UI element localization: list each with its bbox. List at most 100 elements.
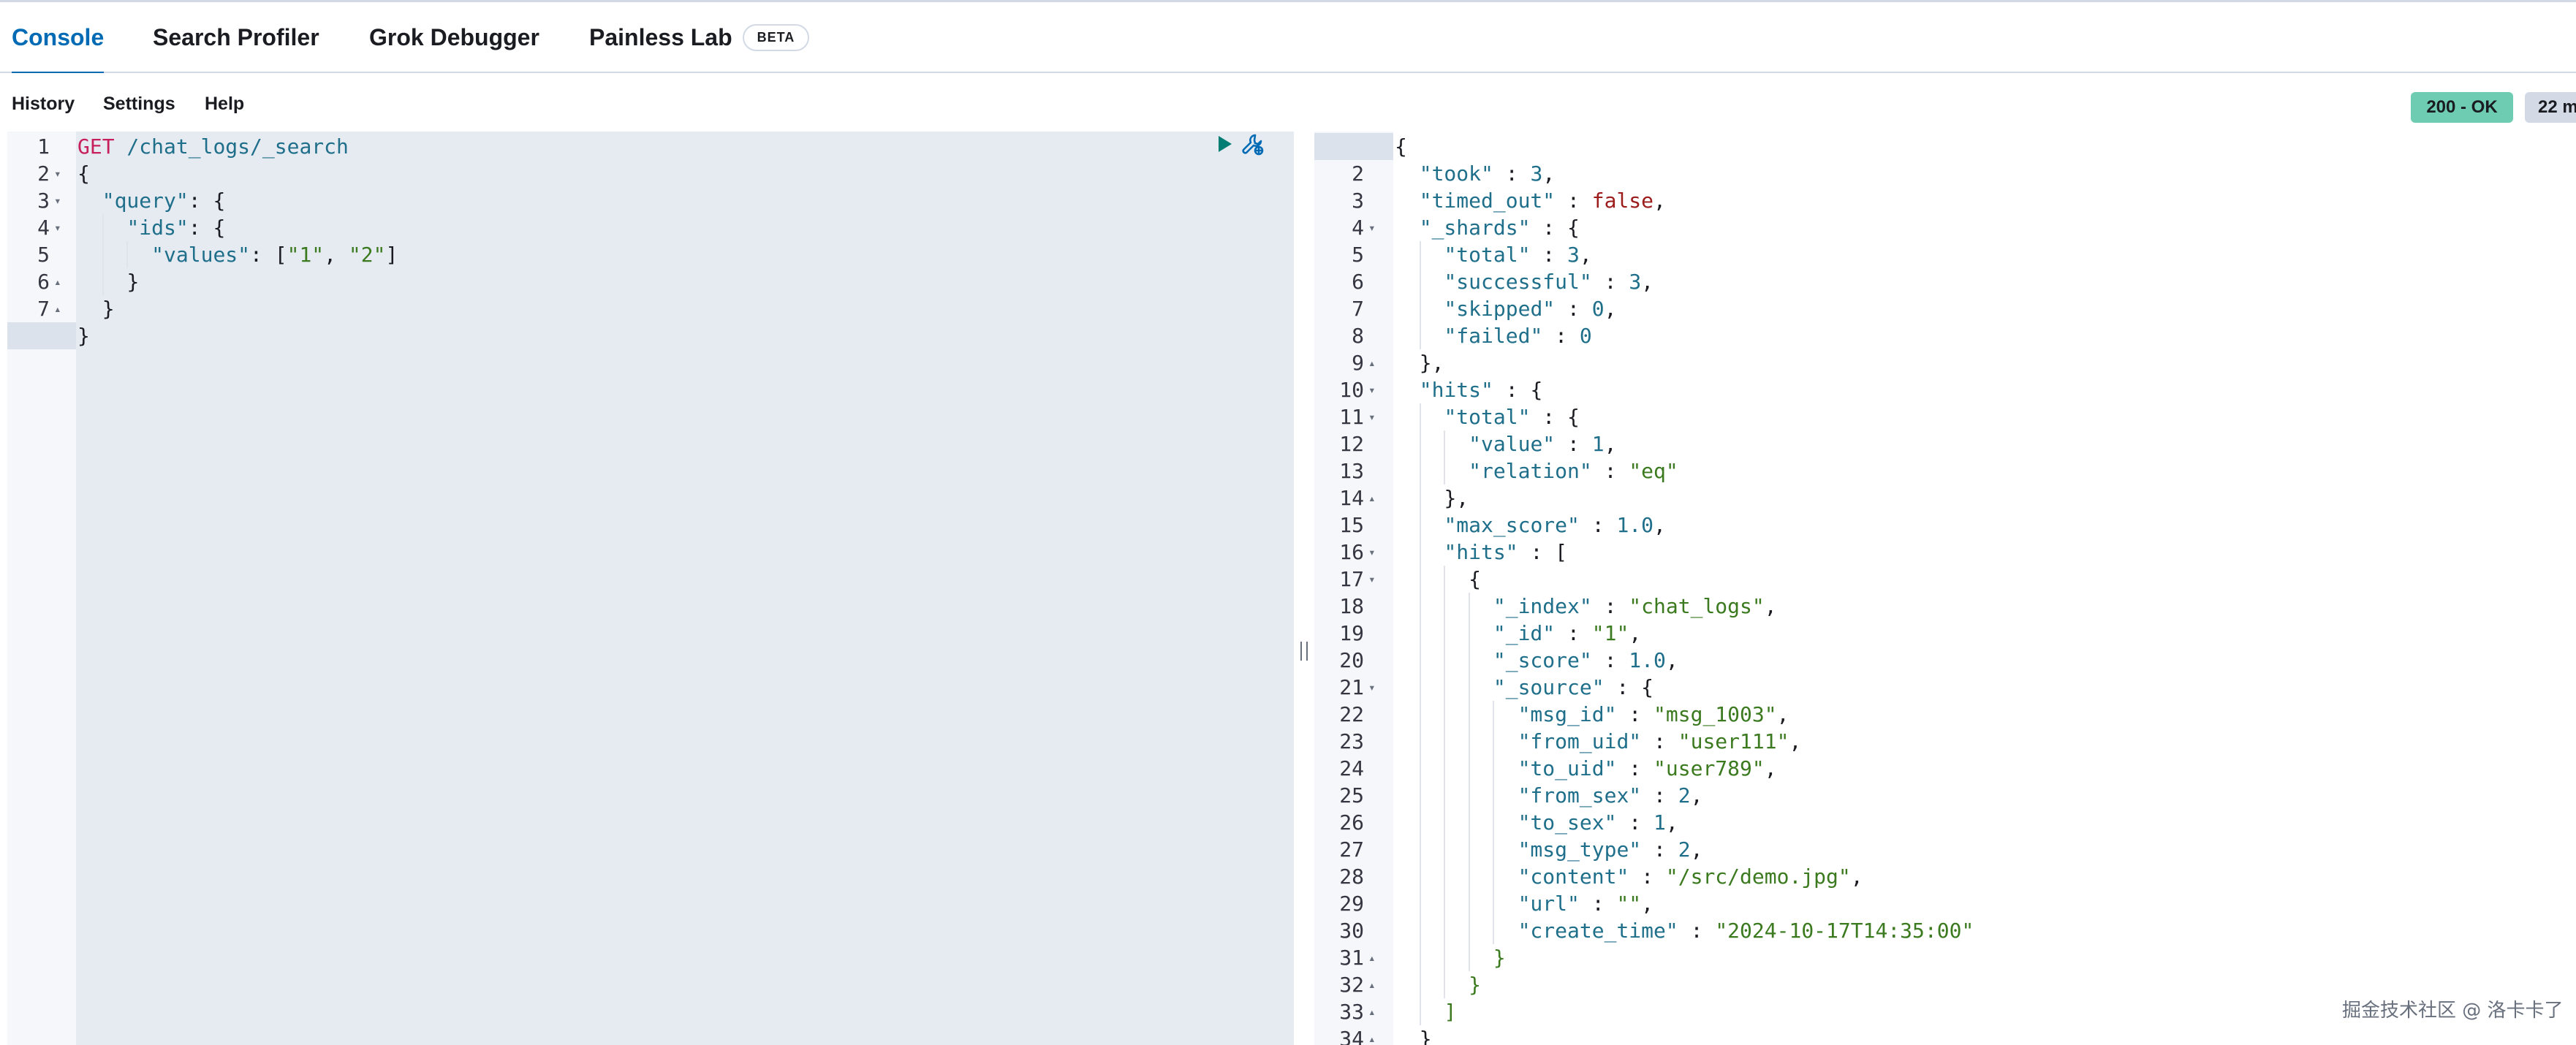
- code-line[interactable]: "_index" : "chat_logs",: [1393, 593, 2576, 620]
- code-line[interactable]: },: [1393, 349, 2576, 376]
- fold-open-icon[interactable]: ▾: [1368, 572, 1376, 586]
- fold-open-icon[interactable]: ▾: [54, 221, 61, 235]
- code-line[interactable]: "url" : "",: [1393, 890, 2576, 917]
- code-token: "to_uid": [1518, 756, 1617, 780]
- code-line[interactable]: GET /chat_logs/_search: [76, 133, 1294, 160]
- code-line[interactable]: "content" : "/src/demo.jpg",: [1393, 863, 2576, 890]
- code-line[interactable]: "skipped" : 0,: [1393, 295, 2576, 322]
- indent-guide: [1468, 782, 1470, 809]
- response-editor[interactable]: 1▾234▾56789▴10▾11▾121314▴1516▾17▾1819202…: [1314, 132, 2576, 1045]
- code-line[interactable]: "hits" : {: [1393, 376, 2576, 403]
- code-line[interactable]: }: [76, 322, 1294, 349]
- code-line[interactable]: "successful" : 3,: [1393, 268, 2576, 295]
- tab-console[interactable]: Console: [12, 2, 105, 75]
- indent-guide: [1444, 782, 1446, 809]
- fold-open-icon[interactable]: ▾: [1368, 383, 1376, 397]
- fold-close-icon[interactable]: ▴: [1368, 356, 1376, 370]
- response-content[interactable]: { "took" : 3, "timed_out" : false, "_sha…: [1393, 132, 2576, 1045]
- play-icon[interactable]: [1213, 133, 1235, 155]
- code-line[interactable]: "failed" : 0: [1393, 322, 2576, 349]
- code-line[interactable]: "_source" : {: [1393, 674, 2576, 701]
- fold-open-icon[interactable]: ▾: [1368, 410, 1376, 424]
- fold-close-icon[interactable]: ▴: [1368, 1032, 1376, 1045]
- code-token: "total": [1444, 405, 1531, 429]
- code-line[interactable]: ]: [1393, 998, 2576, 1025]
- code-line[interactable]: "create_time" : "2024-10-17T14:35:00": [1393, 917, 2576, 944]
- fold-close-icon[interactable]: ▴: [1368, 978, 1376, 992]
- fold-close-icon[interactable]: ▴: [1368, 1005, 1376, 1019]
- status-badge: 200 - OK: [2411, 92, 2513, 123]
- indent-guide: [1419, 674, 1421, 701]
- line-number: 20: [1339, 648, 1364, 672]
- code-line[interactable]: }: [1393, 944, 2576, 971]
- indent-guide: [1444, 863, 1446, 890]
- code-token: "from_sex": [1518, 783, 1642, 808]
- code-line[interactable]: "max_score" : 1.0,: [1393, 512, 2576, 539]
- fold-close-icon[interactable]: ▴: [54, 302, 61, 316]
- request-content[interactable]: GET /chat_logs/_search{ "query": { "ids"…: [76, 132, 1294, 1045]
- indent-guide: [1444, 647, 1446, 674]
- code-line[interactable]: "total" : 3,: [1393, 241, 2576, 268]
- code-line[interactable]: }: [76, 295, 1294, 322]
- code-token: 3: [1629, 270, 1642, 294]
- code-token: "value": [1469, 432, 1556, 456]
- line-number: 27: [1339, 837, 1364, 862]
- indent-guide: [1419, 809, 1421, 836]
- history-menu-item[interactable]: History: [12, 94, 75, 114]
- code-token: ,: [1665, 810, 1678, 835]
- code-line[interactable]: "msg_type" : 2,: [1393, 836, 2576, 863]
- code-line[interactable]: "_shards" : {: [1393, 214, 2576, 241]
- panel-resizer[interactable]: [1294, 132, 1314, 1045]
- indent-guide: [1419, 863, 1421, 890]
- tab-grok-debugger[interactable]: Grok Debugger: [369, 2, 539, 73]
- indent-guide: [102, 241, 104, 268]
- code-line[interactable]: }: [76, 268, 1294, 295]
- code-line[interactable]: "value" : 1,: [1393, 430, 2576, 457]
- code-line[interactable]: "_score" : 1.0,: [1393, 647, 2576, 674]
- code-line[interactable]: "total" : {: [1393, 403, 2576, 430]
- indent-guide: [1419, 484, 1421, 512]
- code-line[interactable]: "msg_id" : "msg_1003",: [1393, 701, 2576, 728]
- fold-open-icon[interactable]: ▾: [1368, 545, 1376, 559]
- code-line[interactable]: "values": ["1", "2"]: [76, 241, 1294, 268]
- indent-guide: [102, 268, 104, 295]
- settings-menu-item[interactable]: Settings: [103, 94, 175, 114]
- tab-search-profiler[interactable]: Search Profiler: [153, 2, 319, 73]
- fold-open-icon[interactable]: ▾: [1368, 221, 1376, 235]
- code-token: 0: [1591, 297, 1605, 321]
- fold-close-icon[interactable]: ▴: [54, 275, 61, 289]
- code-line[interactable]: "timed_out" : false,: [1393, 187, 2576, 214]
- code-line[interactable]: {: [1393, 566, 2576, 593]
- fold-open-icon[interactable]: ▾: [54, 194, 61, 208]
- code-line[interactable]: "to_uid" : "user789",: [1393, 755, 2576, 782]
- code-line[interactable]: "_id" : "1",: [1393, 620, 2576, 647]
- code-line[interactable]: "took" : 3,: [1393, 160, 2576, 187]
- code-line[interactable]: "query": {: [76, 187, 1294, 214]
- code-line[interactable]: }: [1393, 1025, 2576, 1045]
- fold-open-icon[interactable]: ▾: [1368, 680, 1376, 694]
- indent-guide: [1444, 836, 1446, 863]
- help-menu-item[interactable]: Help: [205, 94, 245, 114]
- tab-painless-lab[interactable]: Painless Lab BETA: [589, 2, 810, 73]
- code-line[interactable]: },: [1393, 484, 2576, 512]
- code-line[interactable]: "from_uid" : "user111",: [1393, 728, 2576, 755]
- fold-close-icon[interactable]: ▴: [1368, 951, 1376, 965]
- code-line[interactable]: "from_sex" : 2,: [1393, 782, 2576, 809]
- code-token: : {: [188, 216, 226, 240]
- fold-close-icon[interactable]: ▴: [1368, 491, 1376, 505]
- code-line[interactable]: {: [1393, 133, 2576, 160]
- fold-open-icon[interactable]: ▾: [54, 167, 61, 180]
- indent-guide: [1419, 782, 1421, 809]
- code-line[interactable]: "ids": {: [76, 214, 1294, 241]
- response-gutter: 1▾234▾56789▴10▾11▾121314▴1516▾17▾1819202…: [1314, 132, 1393, 1045]
- wrench-icon[interactable]: [1240, 132, 1265, 156]
- code-line[interactable]: "relation" : "eq": [1393, 457, 2576, 484]
- request-editor[interactable]: 12▾3▾4▾56▴7▴8▴ GET /chat_logs/_search{ "…: [0, 132, 1294, 1045]
- code-line[interactable]: "hits" : [: [1393, 539, 2576, 566]
- code-line[interactable]: {: [76, 160, 1294, 187]
- code-line[interactable]: }: [1393, 971, 2576, 998]
- code-token: :: [1555, 621, 1592, 645]
- code-line[interactable]: "to_sex" : 1,: [1393, 809, 2576, 836]
- indent-guide: [1419, 268, 1421, 295]
- code-token: {: [1395, 134, 1407, 159]
